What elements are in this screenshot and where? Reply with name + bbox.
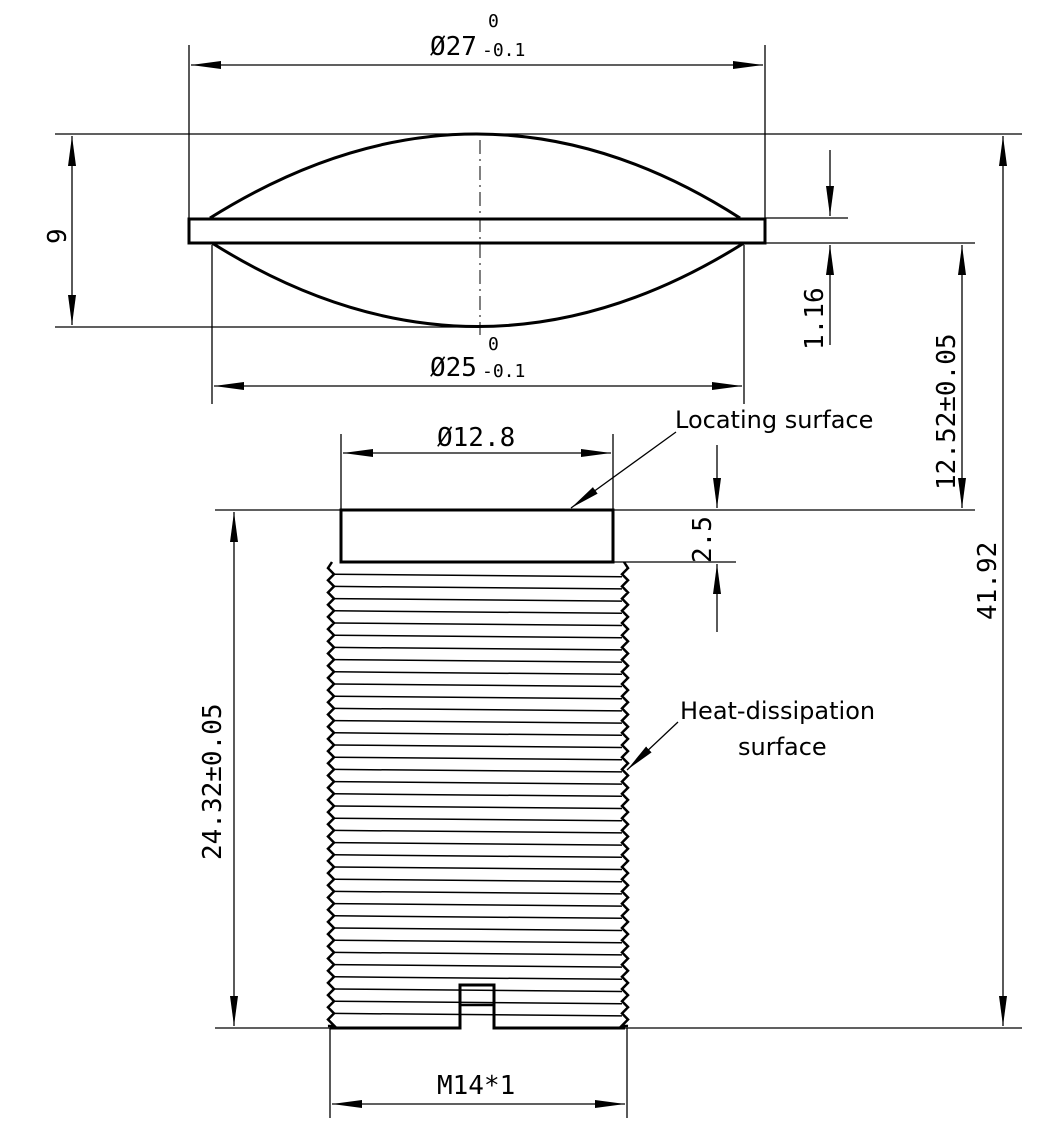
thread-line bbox=[333, 805, 623, 810]
outer-diameter-lower: -0.1 bbox=[482, 40, 525, 61]
locating-height-label: 2.5 bbox=[688, 516, 718, 563]
leader-heat-dissipation bbox=[626, 721, 679, 771]
flange-thickness-label: 1.16 bbox=[800, 287, 830, 350]
thread-right-profile bbox=[619, 561, 630, 1028]
dim-lens-height bbox=[55, 133, 480, 328]
thread-line bbox=[333, 610, 623, 615]
dim-flange-thickness bbox=[765, 150, 975, 345]
outer-diameter-base: Ø27 bbox=[430, 32, 477, 62]
thread-line bbox=[333, 927, 623, 932]
thread-line bbox=[333, 597, 623, 602]
lens-lower-dome bbox=[211, 241, 745, 328]
locating-ring bbox=[339, 508, 615, 564]
thread-line bbox=[333, 890, 623, 895]
dim-thread-spec bbox=[329, 1028, 628, 1118]
leader-locating-surface bbox=[570, 431, 677, 509]
thread-line bbox=[333, 707, 623, 712]
thread-line bbox=[333, 963, 623, 968]
dim-outer-diameter bbox=[188, 45, 766, 219]
thread-line bbox=[333, 622, 623, 627]
heat-dissipation-note-line1: Heat-dissipation bbox=[680, 697, 875, 725]
threaded-body bbox=[326, 561, 630, 1030]
thread-line bbox=[333, 573, 623, 578]
lens-to-locating-label: 12.52±0.05 bbox=[932, 333, 962, 490]
inner-diameter-base: Ø25 bbox=[430, 353, 477, 383]
heat-dissipation-note-line2: surface bbox=[738, 733, 827, 761]
overall-height-label: 41.92 bbox=[973, 542, 1003, 620]
thread-line bbox=[333, 768, 623, 773]
dim-overall-height bbox=[480, 133, 1022, 1029]
thread-line bbox=[333, 939, 623, 944]
lens-upper-dome bbox=[209, 132, 741, 220]
thread-line bbox=[333, 793, 623, 798]
dim-body-height bbox=[215, 512, 330, 1029]
thread-line bbox=[333, 1000, 623, 1005]
thread-line bbox=[333, 854, 623, 859]
thread-line bbox=[333, 585, 623, 590]
thread-line bbox=[333, 732, 623, 737]
thread-line bbox=[333, 683, 623, 688]
thread-line bbox=[333, 988, 623, 993]
thread-left-profile bbox=[326, 561, 337, 1028]
thread-line bbox=[333, 841, 623, 846]
thread-line bbox=[333, 756, 623, 761]
thread-line bbox=[333, 634, 623, 639]
thread-line bbox=[333, 671, 623, 676]
body-height-label: 24.32±0.05 bbox=[198, 703, 228, 860]
dim-inner-diameter bbox=[211, 245, 745, 404]
thread-line bbox=[333, 866, 623, 871]
inner-diameter-lower: -0.1 bbox=[482, 361, 525, 382]
thread-line bbox=[333, 829, 623, 834]
thread-line bbox=[333, 646, 623, 651]
thread-line bbox=[333, 915, 623, 920]
thread-line bbox=[333, 780, 623, 785]
thread-line bbox=[333, 878, 623, 883]
body-bottom-edge bbox=[330, 983, 625, 1030]
thread-line bbox=[333, 695, 623, 700]
dim-locating-diameter bbox=[340, 434, 614, 510]
locating-diameter-label: Ø12.8 bbox=[437, 423, 515, 453]
thread-line bbox=[333, 1012, 623, 1017]
thread-line bbox=[333, 951, 623, 956]
thread-lines bbox=[333, 573, 623, 1017]
outer-diameter-upper: 0 bbox=[488, 11, 499, 32]
thread-line bbox=[333, 976, 623, 981]
lens-flange bbox=[187, 217, 767, 245]
locating-surface-note: Locating surface bbox=[675, 406, 873, 434]
thread-spec-label: M14*1 bbox=[437, 1071, 515, 1101]
thread-line bbox=[333, 744, 623, 749]
lens bbox=[187, 132, 767, 335]
lens-height-label: 9 bbox=[43, 228, 73, 244]
thread-line bbox=[333, 817, 623, 822]
inner-diameter-upper: 0 bbox=[488, 334, 499, 355]
thread-line bbox=[333, 902, 623, 907]
dim-locating-height bbox=[215, 445, 975, 632]
thread-line bbox=[333, 658, 623, 663]
thread-line bbox=[333, 719, 623, 724]
